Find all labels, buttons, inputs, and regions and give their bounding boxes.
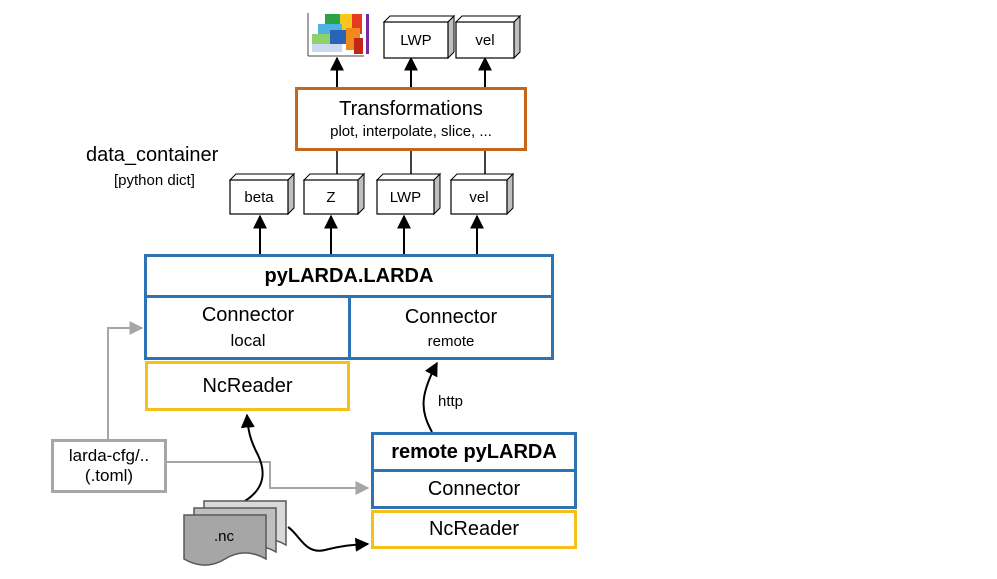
connector-local-title: Connector — [201, 304, 295, 326]
larda-title: pyLARDA.LARDA — [264, 264, 434, 287]
plot-thumbnail-icon — [307, 13, 370, 57]
dc-item-vel: vel — [469, 188, 489, 206]
output-cube-vel-shape — [454, 14, 522, 60]
connector-local-box: Connector local — [144, 295, 352, 360]
data-container-title: data_container — [86, 144, 219, 166]
output-lwp-label: LWP — [400, 31, 432, 49]
remote-connector-label: Connector — [427, 477, 521, 500]
connector-remote-sub: remote — [427, 332, 475, 350]
config-arrow-remote — [166, 461, 370, 495]
config-line2: (.toml) — [84, 466, 134, 485]
nc-to-remote-ncreader-arrow — [287, 526, 370, 552]
dc-item-z: Z — [326, 188, 336, 206]
transformations-ops: plot, interpolate, slice, ... — [330, 123, 492, 140]
dc-cube-lwp-shape — [375, 172, 442, 216]
remote-larda-title: remote pyLARDA — [391, 440, 557, 463]
nc-to-ncreader-arrow — [237, 413, 264, 506]
dc-item-beta: beta — [244, 188, 274, 206]
transformations-title: Transformations — [339, 98, 483, 120]
http-arrow — [422, 361, 438, 433]
config-line1: larda-cfg/.. — [68, 446, 150, 465]
output-cube-lwp-shape — [382, 14, 456, 60]
larda-box: pyLARDA.LARDA — [144, 254, 554, 298]
dc-cube-beta-shape — [228, 172, 296, 216]
nc-files-label: .nc — [214, 528, 235, 545]
data-container-subtitle: [python dict] — [114, 172, 195, 189]
remote-connector-box: Connector — [371, 469, 577, 509]
connector-remote-title: Connector — [404, 305, 498, 328]
ncreader-local-box: NcReader — [145, 361, 350, 411]
transformations-box: Transformations plot, interpolate, slice… — [295, 87, 527, 151]
dc-cube-z-shape — [302, 172, 366, 216]
connector-local-sub: local — [230, 331, 266, 350]
output-vel-label: vel — [475, 31, 495, 49]
http-label: http — [438, 393, 464, 410]
config-arrow-local — [107, 321, 144, 440]
connector-remote-box: Connector remote — [348, 295, 554, 360]
nc-files-icon — [183, 500, 287, 566]
dc-item-lwp: LWP — [389, 188, 422, 206]
ncreader-local-label: NcReader — [202, 374, 293, 397]
config-box: larda-cfg/.. (.toml) — [51, 439, 167, 493]
dc-cube-vel-shape — [449, 172, 515, 216]
remote-ncreader-label: NcReader — [428, 518, 520, 540]
remote-ncreader-box: NcReader — [371, 510, 577, 549]
remote-larda-box: remote pyLARDA — [371, 432, 577, 472]
